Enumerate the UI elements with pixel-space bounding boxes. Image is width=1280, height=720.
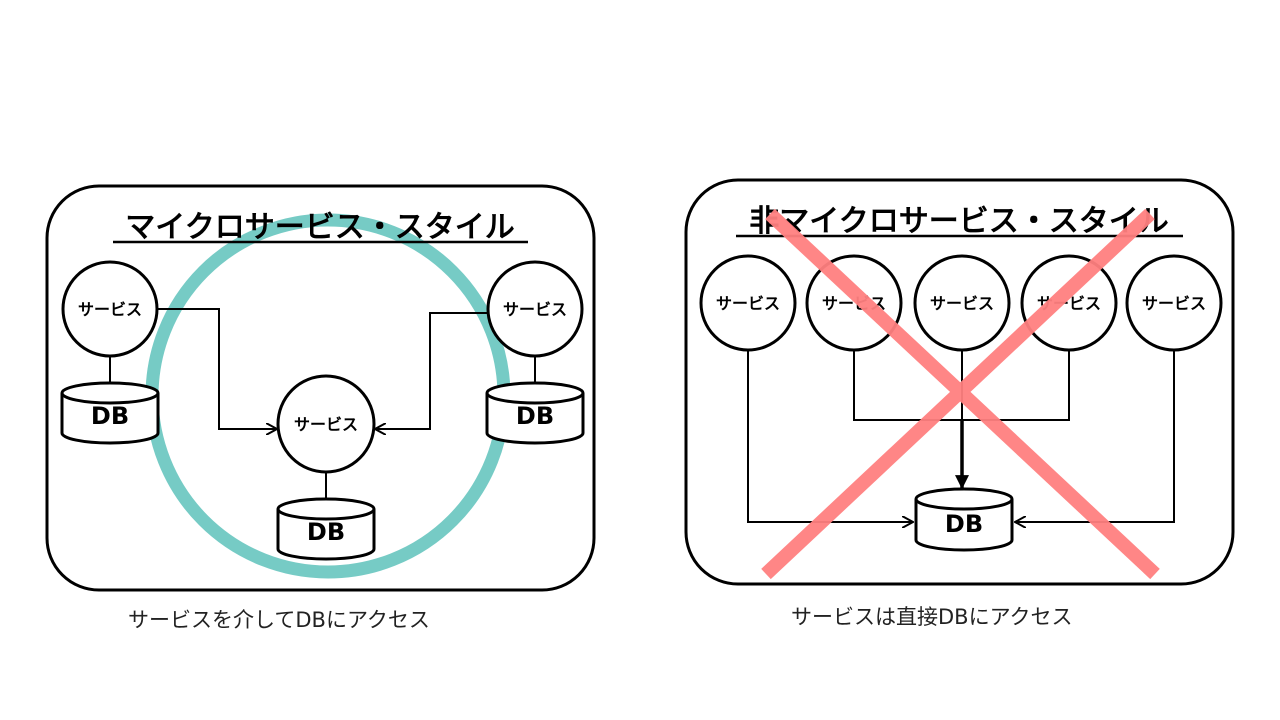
arrow-service1-to-db	[747, 350, 913, 522]
database-cylinder: DB	[485, 381, 585, 445]
panel-non-microservice-style: 非マイクロサービス・スタイル サービス サービス サービス サービス	[684, 178, 1235, 586]
service-label: サービス	[930, 294, 994, 313]
service-node: サービス	[61, 260, 159, 358]
db-label: DB	[91, 402, 129, 430]
db-label: DB	[307, 518, 345, 546]
caption-left: サービスを介してDBにアクセス	[128, 608, 430, 632]
shared-database-cylinder: DB	[914, 487, 1014, 552]
arrow-service5-to-db	[1015, 350, 1175, 522]
service-label: サービス	[503, 300, 567, 319]
arrow-right-to-center	[375, 312, 489, 429]
panel-frame-right	[684, 178, 1235, 586]
service-label: サービス	[1142, 294, 1206, 313]
panel-microservice-style: マイクロサービス・スタイル サービス サービス サービス	[45, 184, 596, 592]
service-connections-left	[109, 308, 536, 500]
panel-title-left: マイクロサービス・スタイル	[125, 210, 514, 245]
arrow-left-to-center	[156, 308, 277, 429]
db-label: DB	[516, 402, 554, 430]
service-node: サービス	[486, 260, 584, 358]
database-cylinder: DB	[276, 497, 376, 561]
service-label: サービス	[294, 415, 358, 434]
service-node: サービス	[699, 254, 797, 352]
service-label: サービス	[716, 294, 780, 313]
cross-out-mark	[761, 208, 1160, 580]
service-label: サービス	[78, 300, 142, 319]
service-node: サービス	[1020, 254, 1118, 352]
db-label: DB	[945, 510, 983, 538]
database-cylinder: DB	[60, 381, 160, 445]
service-node: サービス	[913, 254, 1011, 352]
panel-title-right: 非マイクロサービス・スタイル	[749, 204, 1168, 239]
service-node: サービス	[276, 374, 376, 474]
panel-frame-left	[45, 184, 596, 592]
service-node: サービス	[1125, 254, 1223, 352]
caption-right: サービスは直接DBにアクセス	[791, 605, 1073, 629]
